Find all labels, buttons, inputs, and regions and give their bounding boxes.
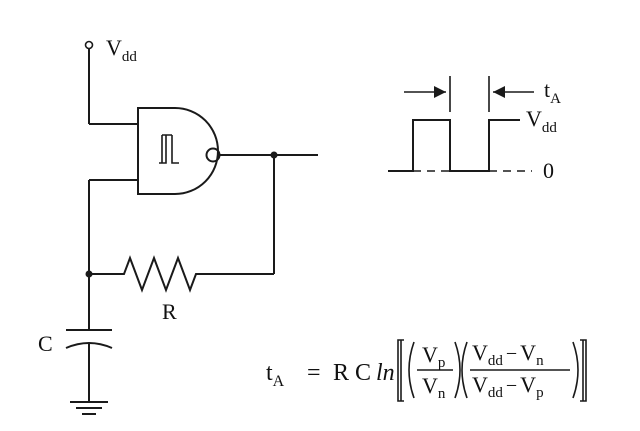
frac2-numerator: Vdd−Vn xyxy=(472,340,544,369)
formula-rc: R C xyxy=(333,360,371,386)
formula: tA = R C ln Vp Vn Vdd−Vn Vdd−Vp xyxy=(266,339,587,402)
circuit: R C Vdd xyxy=(38,35,318,415)
formula-equals: = xyxy=(307,360,321,386)
frac1-denominator: Vn xyxy=(422,373,446,402)
hysteresis-symbol-icon xyxy=(161,134,179,164)
supply-label: Vdd xyxy=(106,35,137,65)
paren-open-1 xyxy=(408,341,415,399)
frac2-denominator: Vdd−Vp xyxy=(472,372,544,401)
low-level-label: 0 xyxy=(543,158,554,183)
paren-close-1 xyxy=(454,341,461,399)
resistor xyxy=(89,255,274,293)
nand-gate xyxy=(137,107,219,195)
capacitor-label: C xyxy=(38,331,53,356)
formula-lhs: tA xyxy=(266,360,285,390)
waveform: tA Vdd 0 xyxy=(388,76,561,183)
paren-open-2 xyxy=(461,341,468,399)
ground-icon xyxy=(70,401,108,415)
inversion-bubble xyxy=(205,147,221,163)
supply-terminal xyxy=(84,40,94,50)
high-level-label: Vdd xyxy=(526,106,557,136)
frac1-numerator: Vp xyxy=(422,342,445,371)
paren-close-2 xyxy=(572,341,579,399)
arrow-right-icon xyxy=(434,86,446,98)
resistor-label: R xyxy=(162,299,177,324)
formula-ln: ln xyxy=(376,360,395,386)
pulse-waveform xyxy=(388,119,520,172)
period-label: tA xyxy=(544,77,561,107)
arrow-left-icon xyxy=(493,86,505,98)
